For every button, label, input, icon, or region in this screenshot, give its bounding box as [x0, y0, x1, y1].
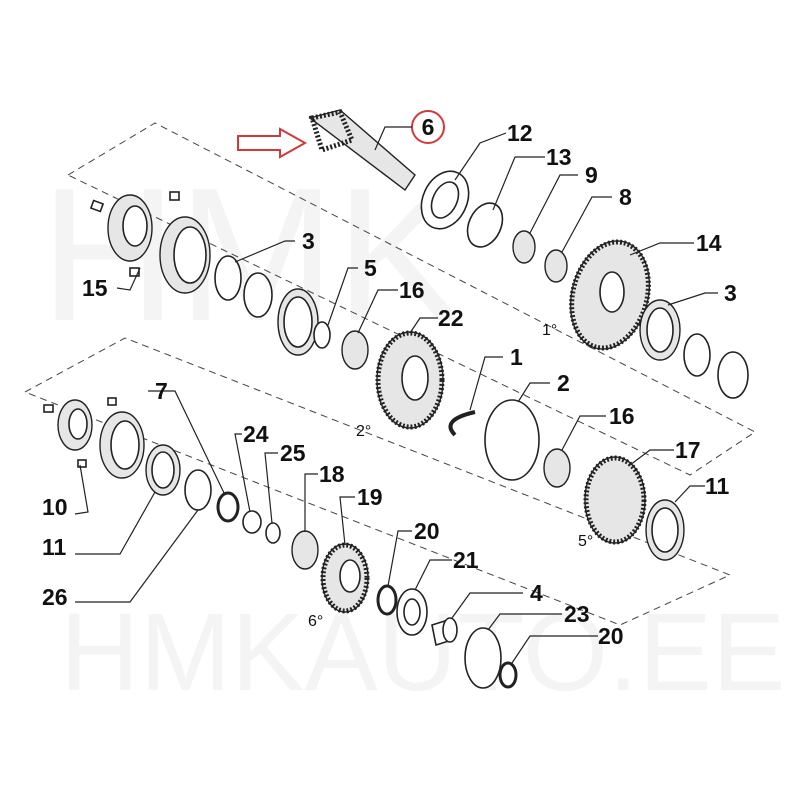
part-3-synchro-rings-right[interactable] [639, 299, 749, 399]
callout-26[interactable]: 26 [42, 584, 68, 610]
part-5-circlip[interactable] [313, 321, 331, 349]
part-10-synchro-hub[interactable] [43, 397, 145, 479]
callout-17[interactable]: 17 [675, 437, 701, 463]
callout-19[interactable]: 19 [357, 484, 383, 510]
lower-assembly-frame [24, 337, 732, 626]
callout-13[interactable]: 13 [546, 144, 572, 170]
callout-16-upper[interactable]: 16 [399, 277, 425, 303]
part-23-washer[interactable] [464, 627, 502, 689]
part-25-ring[interactable] [265, 522, 281, 544]
part-24-sleeve[interactable] [242, 510, 262, 534]
part-21-bearing[interactable] [396, 588, 428, 636]
callout-18[interactable]: 18 [319, 461, 345, 487]
gear-marks: 1° 2° 5° 6° [308, 322, 593, 630]
callout-11-right[interactable]: 11 [705, 473, 730, 499]
part-14-gear[interactable] [559, 232, 661, 358]
callout-10[interactable]: 10 [42, 494, 68, 520]
callout-24[interactable]: 24 [243, 421, 269, 447]
callout-1[interactable]: 1 [510, 344, 523, 370]
input-arrow-icon [237, 127, 308, 159]
part-3-synchro-rings-left[interactable] [214, 255, 319, 356]
gear-mark-2: 2° [356, 423, 371, 440]
part-7-ring[interactable] [216, 491, 240, 523]
callout-4[interactable]: 4 [530, 580, 543, 606]
part-8-needle-bearing[interactable] [544, 249, 568, 283]
callout-3-right[interactable]: 3 [724, 280, 737, 306]
part-17-gear[interactable] [583, 455, 647, 545]
callout-8[interactable]: 8 [619, 184, 632, 210]
callout-16-lower[interactable]: 16 [609, 403, 635, 429]
part-12-bearing[interactable] [412, 164, 477, 237]
callout-6[interactable]: 6 [422, 114, 435, 140]
gear-mark-5: 5° [578, 533, 593, 550]
part-18-needle-bearing[interactable] [291, 530, 319, 570]
callout-12[interactable]: 12 [507, 120, 533, 146]
part-6-shaft[interactable] [308, 109, 416, 192]
upper-assembly-frame [67, 122, 756, 476]
part-20-circlip-lower[interactable] [498, 661, 518, 689]
part-11-synchro-ring-left[interactable] [145, 444, 181, 496]
part-4-bolt[interactable] [431, 617, 458, 647]
leader-lines [74, 126, 718, 664]
part-1-half-ring[interactable] [448, 410, 476, 437]
callout-20-upper[interactable]: 20 [414, 518, 440, 544]
callout-14[interactable]: 14 [696, 230, 722, 256]
callout-11-left[interactable]: 11 [42, 534, 67, 560]
callout-22[interactable]: 22 [438, 305, 464, 331]
part-22-gear[interactable] [375, 330, 445, 430]
part-13-sleeve[interactable] [461, 197, 509, 252]
callout-25[interactable]: 25 [280, 440, 306, 466]
callout-21[interactable]: 21 [453, 547, 479, 573]
callout-5[interactable]: 5 [364, 255, 377, 281]
callout-7[interactable]: 7 [155, 378, 168, 404]
gear-mark-6: 6° [308, 613, 323, 630]
part-20-circlip-upper[interactable] [376, 584, 398, 616]
part-16-needle-bearing-lower[interactable] [543, 448, 571, 488]
callout-3-left[interactable]: 3 [302, 228, 315, 254]
part-11-synchro-ring-right[interactable] [645, 499, 685, 561]
callout-9[interactable]: 9 [585, 162, 598, 188]
part-19-gear[interactable] [320, 542, 370, 614]
callout-15[interactable]: 15 [82, 275, 108, 301]
callout-23[interactable]: 23 [564, 601, 590, 627]
gear-mark-1: 1° [542, 322, 557, 339]
part-9-needle-bearing[interactable] [512, 230, 536, 264]
part-15-synchro-hub[interactable] [89, 191, 211, 294]
part-2-thrust-washer[interactable] [484, 399, 540, 481]
callout-2[interactable]: 2 [557, 370, 570, 396]
part-16-needle-bearing-upper[interactable] [341, 330, 369, 370]
callouts: 6 12 13 9 8 14 3 15 5 16 22 1 2 3 7 24 2… [42, 114, 737, 649]
part-26-ring[interactable] [184, 469, 212, 511]
callout-20-lower[interactable]: 20 [598, 623, 624, 649]
